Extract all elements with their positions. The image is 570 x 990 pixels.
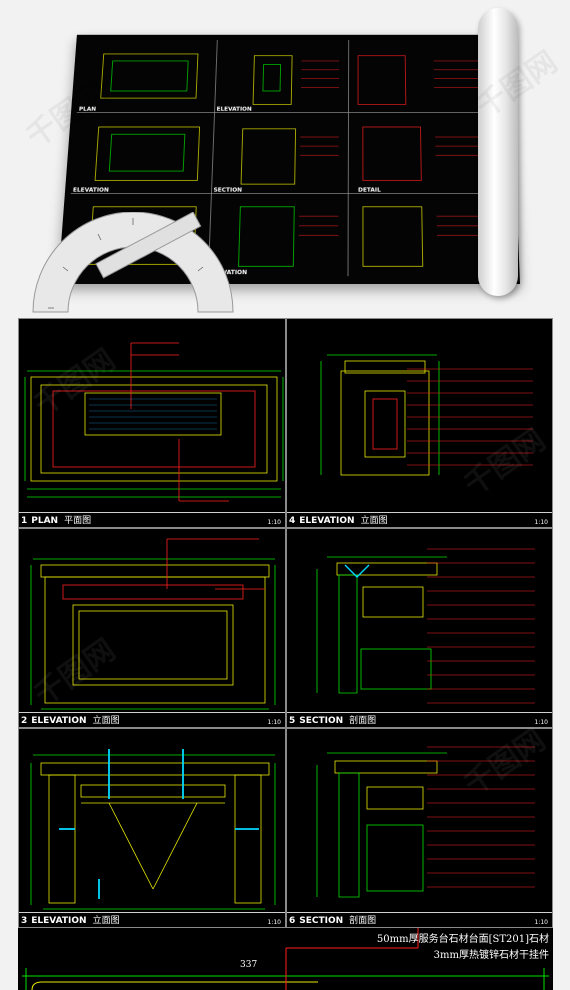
section-a-drawing [316, 548, 535, 704]
plan-drawing [24, 342, 284, 502]
paper-roll [478, 8, 518, 296]
preview-title-1: PLAN [79, 107, 97, 113]
preview-title-4: SECTION [213, 188, 242, 194]
panel-5-scale: 1:10 [534, 719, 548, 726]
preview-title-3: ELEVATION [73, 188, 110, 194]
preview-sheet: PLAN ELEVATION ELEVATION SECTION ELEVATI… [58, 34, 520, 284]
material-note-1: 50mm厚服务台石材台面[ST201]石材 [376, 934, 549, 945]
preview-title-2: ELEVATION [216, 107, 252, 113]
preview-drawing: PLAN ELEVATION ELEVATION SECTION ELEVATI… [58, 35, 520, 284]
elevation-front-drawing [30, 538, 276, 710]
panel-3-scale: 1:10 [267, 919, 281, 926]
zoom-strip-drawing [22, 928, 549, 990]
preview-title-6: DETAIL [358, 188, 381, 194]
panel-2-scale: 1:10 [267, 719, 281, 726]
panel-1-scale: 1:10 [267, 519, 281, 526]
panel-4-scale: 1:10 [534, 519, 548, 526]
panel-6-scale: 1:10 [534, 919, 548, 926]
elevation-side-drawing [320, 354, 533, 476]
zoom-strip: 50mm厚服务台石材台面[ST201]石材 3mm厚热镀锌石材干挂件 337 [18, 928, 553, 990]
protractor-icon [32, 212, 234, 313]
preview-area: PLAN ELEVATION ELEVATION SECTION ELEVATI… [0, 0, 570, 313]
dimension-label: 337 [240, 960, 258, 970]
elevation-back-drawing [30, 749, 276, 910]
preview-title-5: ELEVATION [210, 270, 247, 276]
material-note-2: 3mm厚热镀锌石材干挂件 [433, 950, 549, 961]
section-b-drawing [316, 746, 535, 898]
